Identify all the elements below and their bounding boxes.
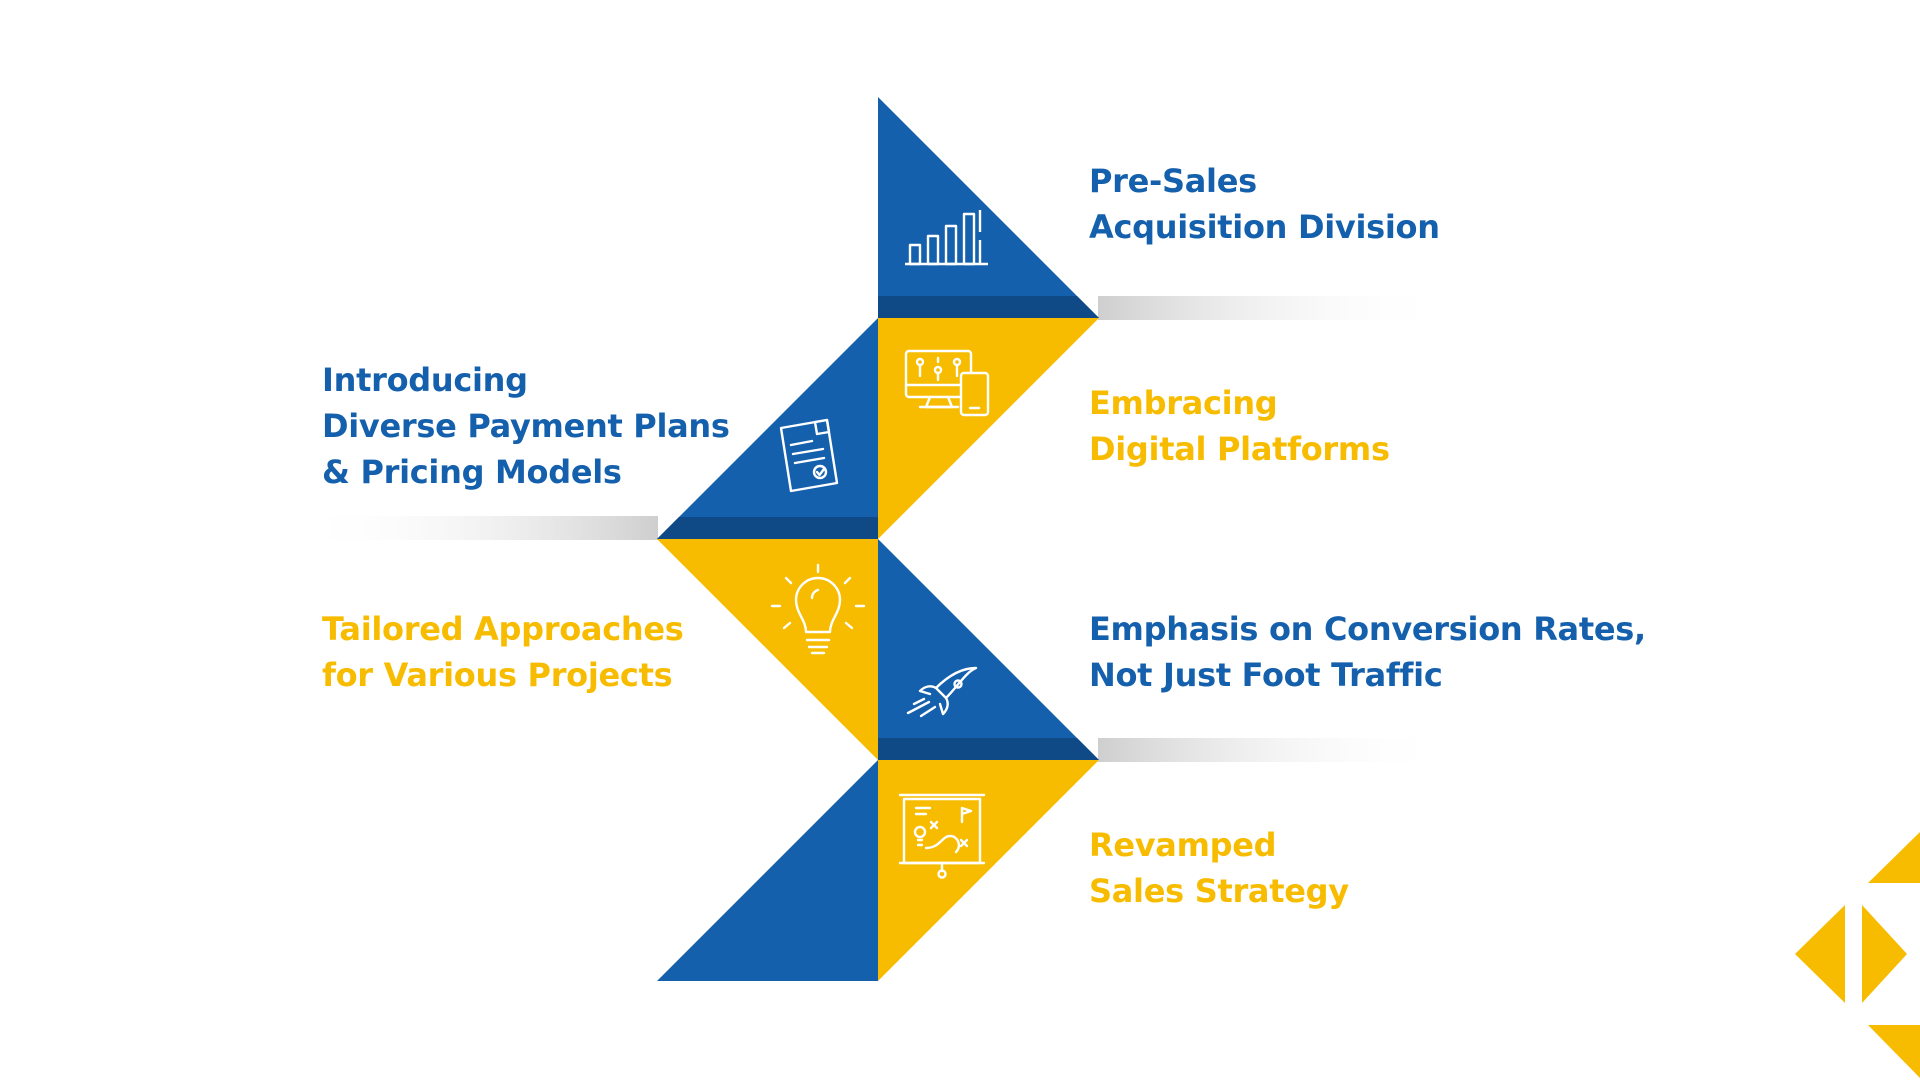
step-label-digital: Embracing Digital Platforms (1089, 384, 1390, 468)
triangle-presales (878, 97, 1099, 318)
triangle-tailored (657, 539, 878, 760)
step-label-payment: Introducing Diverse Payment Plans & Pric… (322, 361, 730, 491)
shadow-strip-presales (1098, 296, 1444, 320)
triangle-digital (878, 318, 1099, 539)
corner-logo-mark (1795, 831, 1920, 1078)
triangle-payment (657, 318, 878, 539)
lightbulb-icon (770, 563, 866, 655)
rocket-icon (906, 666, 978, 718)
monitor-phone-icon (904, 349, 990, 417)
document-check-icon (779, 418, 839, 493)
step-label-conversion: Emphasis on Conversion Rates, Not Just F… (1089, 610, 1646, 694)
strategy-board-icon (898, 793, 986, 879)
shadow-strip-payment (300, 516, 658, 540)
step-label-presales: Pre-Sales Acquisition Division (1089, 162, 1440, 246)
triangle-conversion (878, 539, 1099, 760)
bar-chart-icon (905, 210, 988, 266)
step-label-tailored: Tailored Approaches for Various Projects (322, 610, 684, 694)
step-label-strategy: Revamped Sales Strategy (1089, 826, 1349, 910)
triangle-base (657, 760, 878, 981)
triangle-strategy (878, 760, 1099, 981)
shadow-strip-conversion (1098, 738, 1444, 762)
